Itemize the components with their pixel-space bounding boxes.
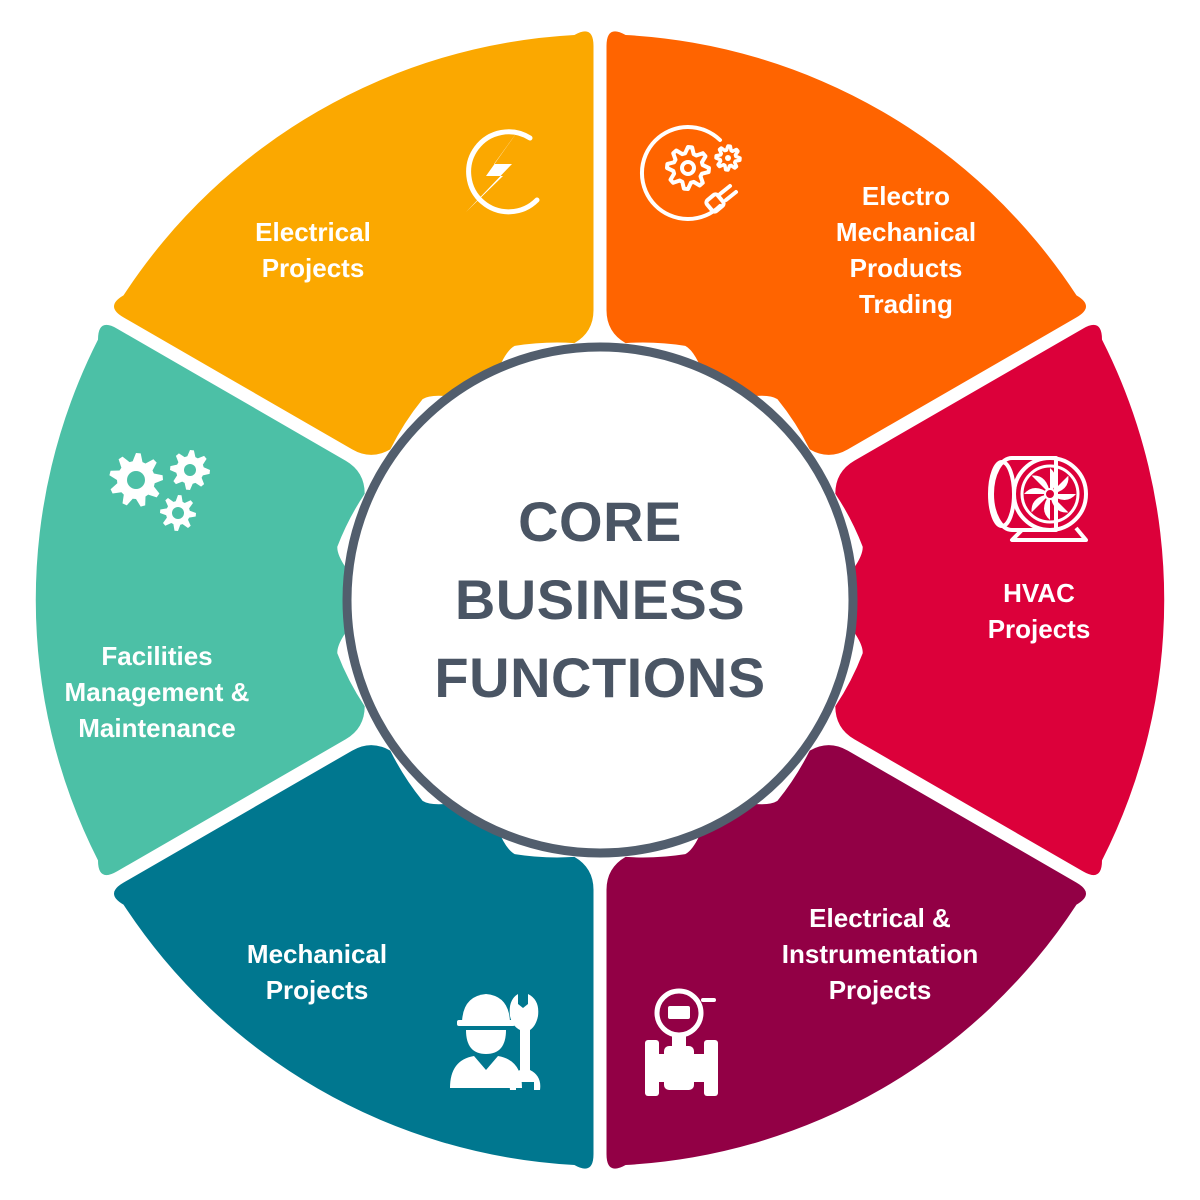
segment-hvac-projects — [826, 324, 1165, 876]
flow-meter-icon — [645, 988, 718, 1096]
center-ring — [342, 342, 858, 858]
lightning-bolt-icon — [466, 128, 540, 215]
gears-icon — [109, 450, 210, 531]
segment-electro-mechanical-trading — [606, 31, 1086, 455]
segment-electrical-instrumentation — [606, 745, 1086, 1169]
segment-electrical-projects — [114, 31, 594, 455]
gears-plug-icon — [640, 125, 742, 221]
worker-wrench-icon — [450, 994, 541, 1090]
fan-unit-icon — [988, 456, 1088, 542]
